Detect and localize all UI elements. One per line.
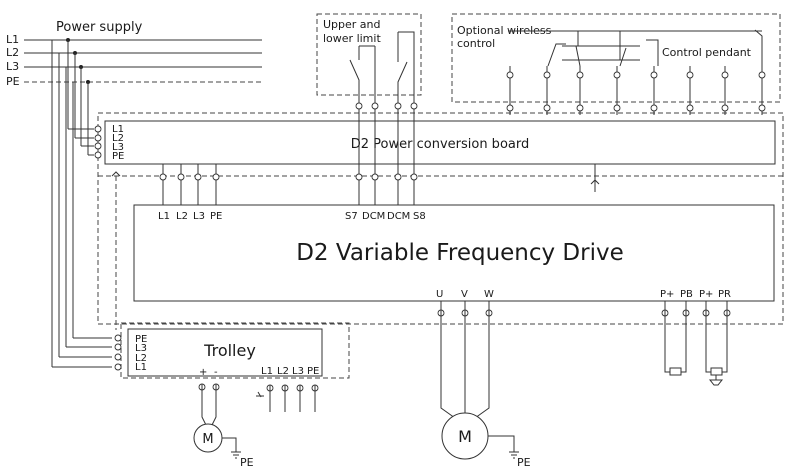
trolley-section: Trolley PE L3 L2 L1 + - L1 L2 L3 PE M PE (114, 322, 350, 469)
board-input-l3: L3 (112, 142, 124, 153)
vfd-terminal-dcm-2: DCM (387, 211, 410, 222)
trolley-input-l3: L3 (135, 343, 147, 354)
vfd-terminal-p-plus-1: P+ (660, 289, 674, 300)
vfd-terminal-pr: PR (718, 289, 731, 300)
trolley-output-l1: L1 (261, 366, 273, 377)
vfd-terminal-s8: S8 (413, 211, 426, 222)
trolley-label: Trolley (203, 341, 256, 360)
trolley-motor-ground (222, 437, 241, 459)
trolley-input-l1: L1 (135, 362, 147, 373)
limit-switch-section: Upper and lower limit (316, 13, 422, 115)
brake-resistor-section (661, 301, 731, 386)
hoist-motor-symbol: M (458, 427, 472, 446)
trolley-box (127, 328, 323, 377)
trolley-input-l2: L2 (135, 353, 147, 364)
vfd-terminal-u: U (436, 289, 443, 300)
power-conversion-board: D2 Power conversion board L1 L2 L3 PE (94, 115, 776, 205)
brake-resistor-2 (710, 367, 723, 376)
conversion-board-box (104, 120, 776, 165)
brake-resistor-1 (669, 367, 682, 376)
hoist-motor-ground (488, 435, 519, 459)
board-input-pe: PE (112, 151, 124, 162)
vfd-terminal-p-plus-2: P+ (699, 289, 713, 300)
trolley-output-l2: L2 (277, 366, 289, 377)
trolley-input-pe: PE (135, 334, 147, 345)
limit-switch-box (316, 13, 422, 96)
trolley-motor-symbol: M (202, 432, 213, 447)
vfd-terminal-pe: PE (210, 211, 222, 222)
board-input-l2: L2 (112, 133, 124, 144)
vfd-terminal-pb: PB (680, 289, 693, 300)
vfd-terminal-l2: L2 (176, 211, 188, 222)
supply-line-label-l1: L1 (6, 33, 19, 46)
control-pendant-label: Control pendant (662, 46, 752, 59)
vfd-terminal-l3: L3 (193, 211, 205, 222)
supply-line-label-pe: PE (6, 75, 20, 88)
conversion-board-label: D2 Power conversion board (351, 137, 529, 152)
lower-limit-switch (397, 32, 408, 115)
power-supply-section: Power supply L1 L2 L3 PE (6, 20, 262, 368)
remote-control-section: Optional wireless control Control pendan… (451, 13, 781, 115)
limit-label-line2: lower limit (323, 32, 381, 45)
trolley-outline (120, 322, 350, 379)
vfd-label: D2 Variable Frequency Drive (296, 240, 624, 266)
vfd-terminal-l1: L1 (158, 211, 170, 222)
hoist-motor-section: M PE (437, 301, 531, 469)
wireless-label-line1: Optional wireless (457, 24, 552, 37)
power-supply-label: Power supply (56, 20, 143, 35)
trolley-motor-plus: + (199, 367, 207, 378)
trolley-motor-ground-label: PE (240, 456, 254, 469)
trolley-motor-minus: - (214, 367, 218, 378)
vfd-terminal-s7: S7 (345, 211, 358, 222)
remote-control-box (451, 13, 781, 103)
hoist-motor-ground-label: PE (517, 456, 531, 469)
supply-line-label-l2: L2 (6, 46, 19, 59)
wireless-label-line2: control (457, 37, 495, 50)
supply-line-label-l3: L3 (6, 60, 19, 73)
vfd-box (133, 204, 775, 302)
limit-label-line1: Upper and (323, 18, 381, 31)
trolley-output-l3: L3 (292, 366, 304, 377)
vfd-terminal-dcm-1: DCM (362, 211, 385, 222)
variable-frequency-drive: D2 Variable Frequency Drive L1 L2 L3 PE … (133, 204, 775, 302)
trolley-output-pe: PE (307, 366, 319, 377)
vfd-terminal-v: V (461, 289, 468, 300)
board-input-l1: L1 (112, 124, 124, 135)
vfd-terminal-w: W (484, 289, 494, 300)
